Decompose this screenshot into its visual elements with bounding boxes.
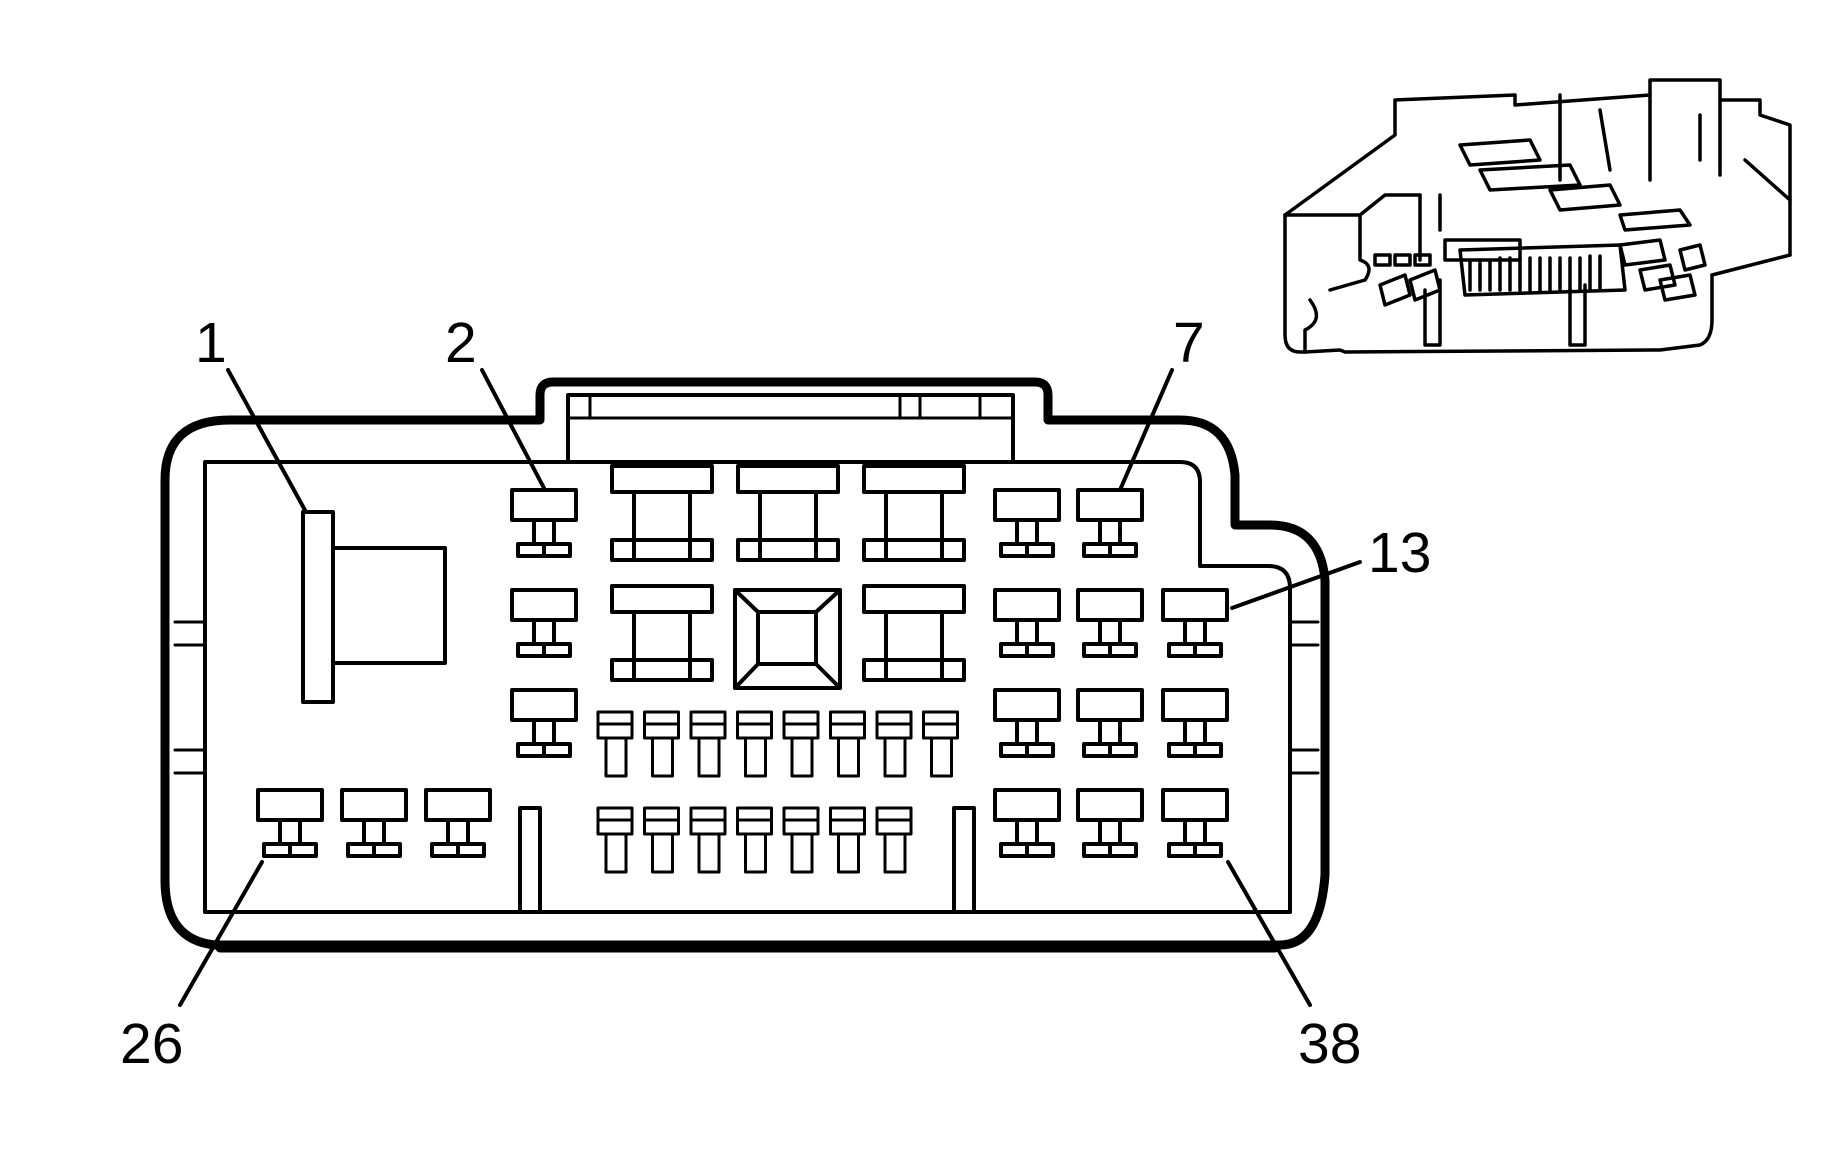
connector-isometric-view (1283, 78, 1792, 354)
cavity-36 (993, 788, 1061, 858)
cavity-13 (1161, 588, 1229, 658)
latch-tab (566, 393, 1015, 464)
housing-inner-outline (203, 460, 1292, 914)
cavity-12 (1076, 588, 1144, 658)
mini-terminal-row1-3 (689, 710, 727, 778)
pin-label-38: 38 (1298, 1012, 1361, 1076)
pin-label-group: 1 2 7 13 26 38 (120, 311, 1431, 1076)
small-cavity-group (256, 488, 1229, 858)
mini-terminal-row2-1 (596, 806, 634, 874)
leader-line-1 (226, 368, 308, 514)
mini-terminal-row1-6 (829, 710, 866, 778)
cavity-6 (993, 488, 1061, 558)
mini-terminal-row1-5 (782, 710, 820, 778)
mini-terminal-row2-6 (829, 806, 866, 874)
separator-post-left (518, 806, 542, 914)
mini-terminal-row1-7 (875, 710, 913, 778)
mini-terminal-row2-5 (782, 806, 820, 874)
mini-terminal-row1-8 (922, 710, 959, 778)
leader-line-13 (1230, 560, 1362, 610)
housing-outer-outline (160, 377, 1330, 950)
cavity-27 (340, 788, 408, 858)
cavity-2 (510, 488, 578, 558)
leader-line-38 (1226, 860, 1312, 1007)
cavity-9 (610, 584, 714, 682)
leader-line-26 (178, 860, 264, 1007)
leader-lines (178, 368, 1362, 1007)
mini-terminal-row1-2 (643, 710, 680, 778)
cavity-23 (993, 688, 1061, 758)
pin-label-1: 1 (195, 311, 227, 375)
leader-line-2 (480, 368, 547, 492)
pin-label-7: 7 (1173, 311, 1205, 375)
cavity-7 (1076, 488, 1144, 558)
mini-terminal-row2-2 (643, 806, 680, 874)
large-cavity-group (610, 464, 966, 682)
pin-label-13: 13 (1368, 521, 1431, 585)
cavity-14 (510, 688, 578, 758)
cavity-3 (610, 464, 714, 562)
cavity-25 (1161, 688, 1229, 758)
cavity-8 (510, 588, 578, 658)
cavity-37 (1076, 788, 1144, 858)
mini-terminal-row1-4 (736, 710, 773, 778)
cavity-11 (993, 588, 1061, 658)
mini-terminal-row2-7 (875, 806, 913, 874)
pin-label-26: 26 (120, 1012, 183, 1076)
cavity-26 (256, 788, 324, 858)
mini-terminal-group (596, 710, 959, 874)
leader-line-7 (1118, 368, 1174, 492)
connector-housing (160, 377, 1330, 953)
cavity-28 (424, 788, 492, 858)
cavity-24 (1076, 688, 1144, 758)
pin-1-terminal (301, 510, 447, 704)
cavity-38 (1161, 788, 1229, 858)
cavity-4 (736, 464, 840, 562)
center-key (733, 588, 842, 690)
mini-terminal-row2-4 (736, 806, 773, 874)
separator-post-right (952, 806, 976, 914)
mini-terminal-row2-3 (689, 806, 727, 874)
cavity-10 (862, 584, 966, 682)
pin-label-2: 2 (445, 311, 477, 375)
cavity-5 (862, 464, 966, 562)
mini-terminal-row1-1 (596, 710, 634, 778)
